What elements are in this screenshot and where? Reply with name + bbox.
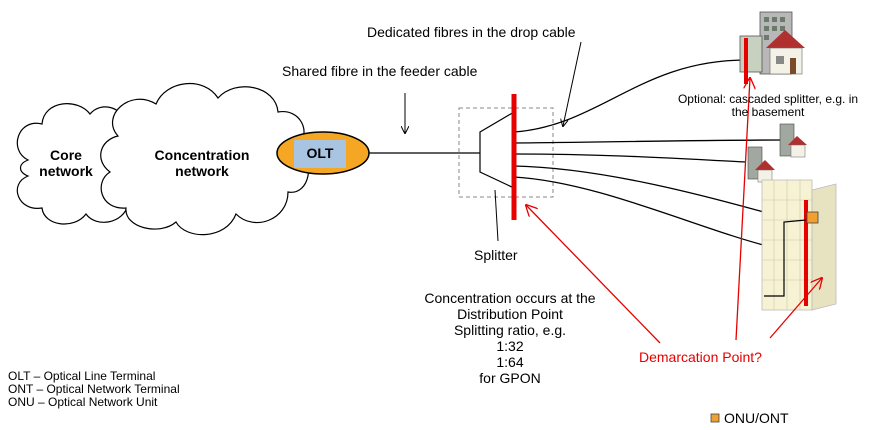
label-demarcation-point: Demarcation Point? [639, 349, 762, 365]
small-building-icon-2 [747, 146, 775, 183]
legend-onu-icon [710, 413, 720, 423]
onu-box [806, 211, 819, 224]
splitter-pointer [494, 189, 499, 242]
building-complex-icon [739, 11, 805, 75]
concentration-line: for GPON [479, 370, 541, 386]
label-core-line2: network [39, 163, 93, 179]
concentration-line: 1:32 [496, 338, 524, 354]
concentration-line: Concentration occurs at the [424, 290, 596, 306]
legend-onu-label: ONU/ONT [724, 410, 789, 426]
splitter-shape [479, 110, 515, 189]
demarcation-arrows [526, 78, 822, 344]
label-shared-fibre: Shared fibre in the feeder cable [282, 63, 478, 79]
olt-node [276, 131, 370, 175]
drop-arrow [563, 41, 582, 126]
abbreviation-item: OLT – Optical Line Terminal [8, 369, 156, 383]
label-olt: OLT [306, 145, 334, 161]
label-core-line1: Core [50, 147, 82, 163]
small-building-icon [779, 123, 807, 158]
label-optional-splitter: Optional: cascaded splitter, e.g. in the… [648, 93, 876, 119]
concentration-line: 1:64 [496, 354, 524, 370]
apartment-building-icon [761, 179, 837, 311]
label-core-network: Core network [24, 147, 108, 179]
concentration-line: Distribution Point [457, 306, 563, 322]
label-optional-line2: the basement [731, 105, 805, 119]
label-dedicated-fibres: Dedicated fibres in the drop cable [367, 24, 576, 40]
label-concentration-line2: network [175, 163, 229, 179]
label-splitter: Splitter [474, 247, 518, 263]
label-concentration-line1: Concentration [154, 147, 250, 163]
concentration-line: Splitting ratio, e.g. [453, 322, 567, 338]
abbreviation-item: ONU – Optical Network Unit [8, 395, 158, 409]
abbreviation-item: ONT – Optical Network Terminal [8, 382, 180, 396]
label-optional-line1: Optional: cascaded splitter, e.g. in [677, 92, 859, 106]
label-concentration-network: Concentration network [138, 147, 266, 179]
concentration-network-cloud [100, 83, 310, 236]
